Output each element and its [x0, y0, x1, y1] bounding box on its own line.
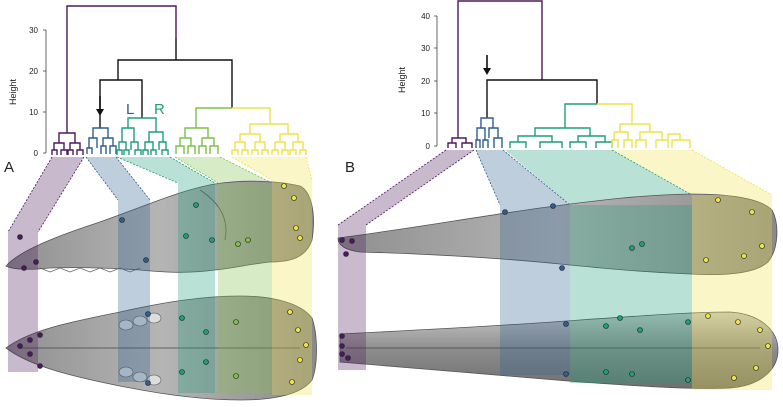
panel-a-bands — [8, 180, 312, 395]
panel-a-tick-30: 30 — [29, 26, 38, 35]
arrow-icon — [96, 96, 104, 116]
panel-b-dendrogram — [447, 0, 691, 148]
panel-b-landmarks — [339, 197, 771, 383]
arrow-icon — [483, 55, 491, 75]
panel-b: 0 10 20 30 40 Height — [337, 0, 779, 390]
label-l: L — [126, 101, 134, 118]
label-r: R — [154, 101, 165, 118]
panel-a: 0 10 20 30 Height — [4, 5, 317, 401]
panel-a-landmarks — [17, 183, 309, 386]
panel-a-ylabel: Height — [8, 78, 18, 105]
panel-a-tick-20: 20 — [29, 67, 38, 76]
panel-b-tick-30: 30 — [421, 44, 430, 53]
panel-a-tick-10: 10 — [29, 108, 38, 117]
panel-b-tick-20: 20 — [421, 77, 430, 86]
panel-b-tick-0: 0 — [426, 142, 431, 151]
panel-b-tick-10: 10 — [421, 109, 430, 118]
panel-a-dendrogram — [51, 5, 307, 155]
panel-b-connectors — [338, 150, 772, 225]
panel-a-lateral-skull — [5, 180, 314, 273]
panel-b-lateral-skull — [337, 193, 778, 276]
panel-b-ventral-skull — [339, 311, 779, 389]
panel-a-letter: A — [4, 159, 14, 176]
panel-b-ylabel: Height — [397, 66, 407, 93]
panel-b-bands — [338, 195, 772, 390]
panel-a-ventral-skull — [5, 295, 317, 401]
panel-a-connectors — [8, 157, 312, 232]
panel-b-tick-40: 40 — [421, 12, 430, 21]
panel-a-tick-0: 0 — [34, 149, 39, 158]
panel-b-y-axis: 0 10 20 30 40 Height — [397, 12, 438, 151]
panel-a-y-axis: 0 10 20 30 Height — [8, 26, 47, 158]
panel-b-letter: B — [345, 159, 355, 176]
